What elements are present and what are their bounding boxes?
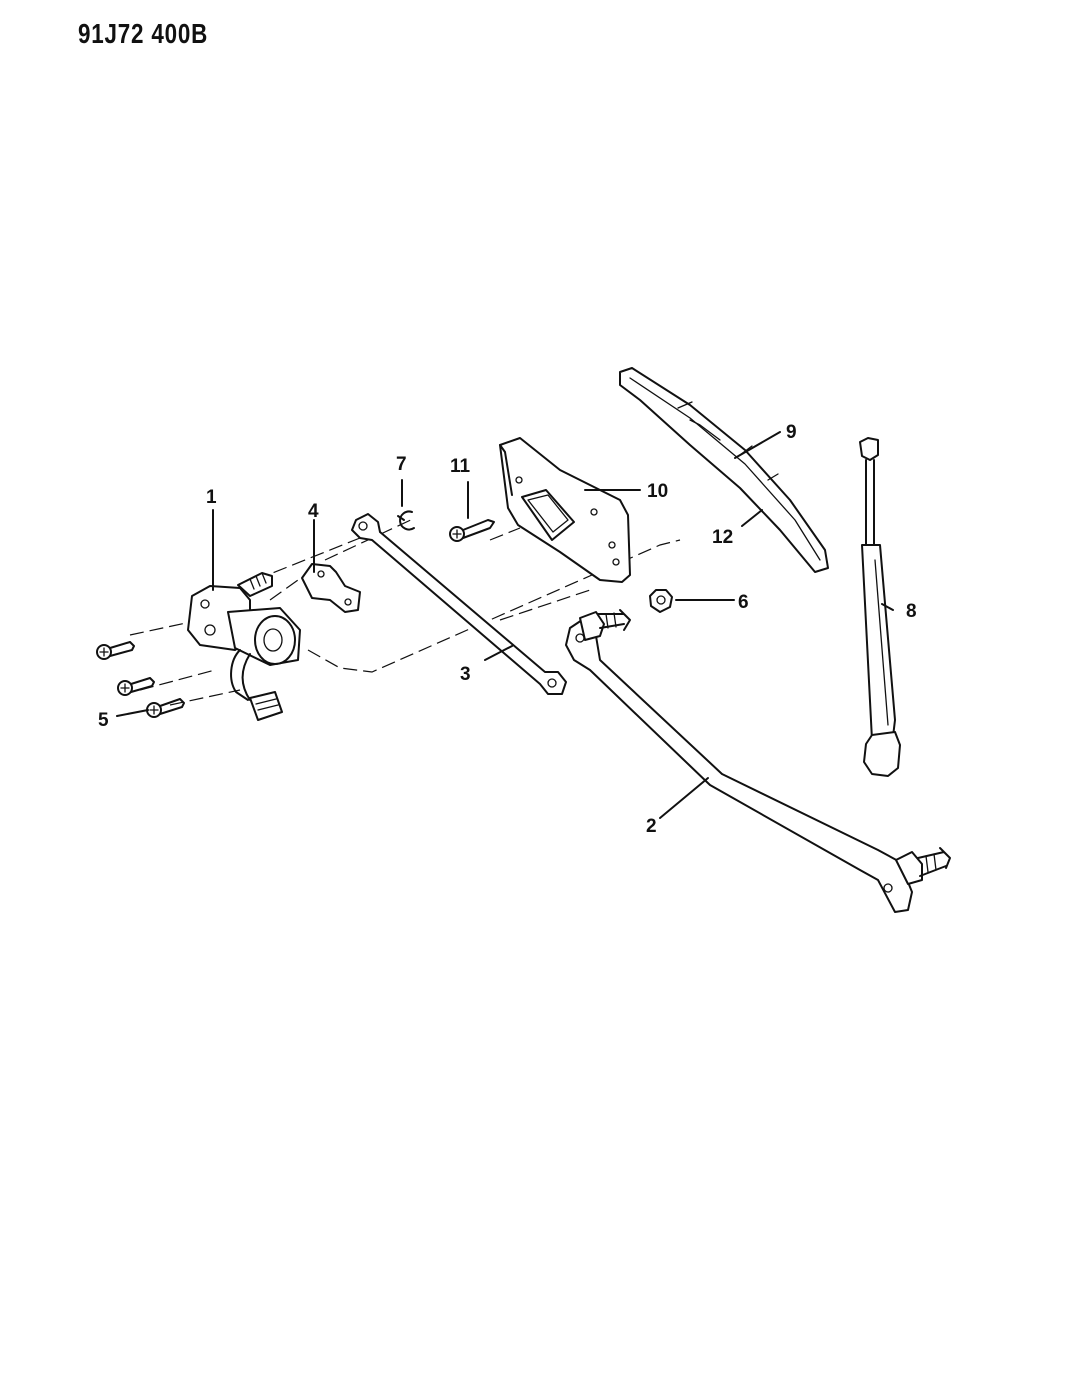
bracket-screw (449, 519, 495, 542)
motor-bracket (301, 563, 361, 613)
callout-labels: 1 2 3 4 5 6 7 8 9 10 11 12 (98, 422, 917, 837)
diagram-code: 91J72 400B (78, 18, 209, 49)
pivot-bracket (499, 437, 631, 583)
link-rod-short (351, 513, 567, 695)
mounting-screws (96, 641, 185, 718)
callout-12: 12 (712, 527, 733, 548)
leader-lines (116, 431, 894, 819)
callout-4: 4 (308, 501, 319, 522)
link-rod-long (565, 609, 951, 913)
callout-7: 7 (396, 454, 407, 475)
wiper-blade (619, 367, 829, 573)
callout-10: 10 (647, 481, 668, 502)
callout-9: 9 (786, 422, 797, 443)
callout-5: 5 (98, 710, 109, 731)
callout-8: 8 (906, 601, 917, 622)
callout-3: 3 (460, 664, 471, 685)
retaining-clip (397, 510, 415, 531)
wiper-arm (859, 437, 901, 777)
callout-11: 11 (450, 456, 471, 477)
callout-2: 2 (646, 816, 657, 837)
wiper-motor (187, 572, 301, 721)
callout-6: 6 (738, 592, 749, 613)
pivot-nut (649, 589, 673, 613)
callout-1: 1 (206, 487, 217, 508)
